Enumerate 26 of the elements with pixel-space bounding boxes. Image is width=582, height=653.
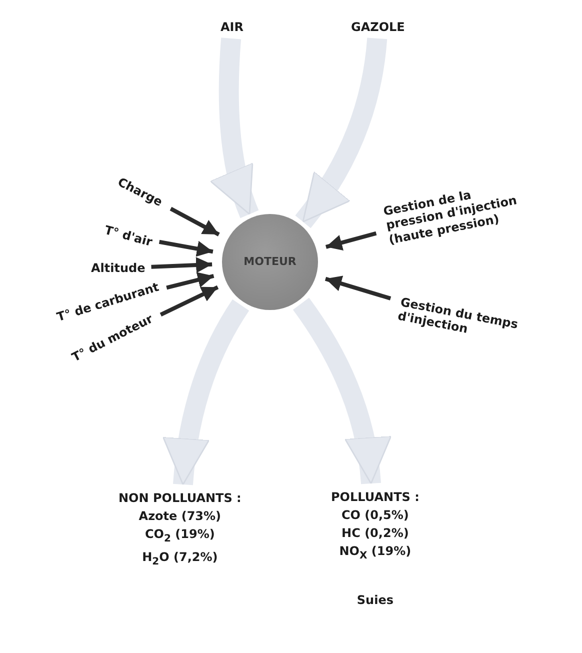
arrow <box>324 276 392 300</box>
arrow <box>158 240 214 257</box>
factor-label: AIR <box>220 20 244 34</box>
arrow <box>166 272 214 290</box>
engine-circle <box>222 214 318 310</box>
factor-label: GAZOLE <box>351 20 405 34</box>
emission-item: HC (0,2%) <box>340 524 410 542</box>
emission-item: H$_{2}$O (7,2%) <box>141 548 219 570</box>
emission-item: CO (0,5%) <box>340 506 410 524</box>
flow-arrow <box>292 298 390 484</box>
group-heading: POLLUANTS : <box>331 488 420 506</box>
factor-label: Altitude <box>91 261 146 276</box>
flow-arrow <box>163 300 250 486</box>
flow-arrow <box>210 38 259 218</box>
arrow <box>325 231 377 250</box>
node-label: MOTEUR <box>244 255 296 269</box>
group-heading: NON POLLUANTS : <box>118 490 242 506</box>
arrow <box>151 257 212 273</box>
flow-arrow <box>295 37 388 228</box>
emission-item: CO$_{2}$ (19%) <box>144 526 216 546</box>
emission-item: NO$_{X}$ (19%) <box>338 542 412 563</box>
arrow <box>160 285 219 316</box>
emission-item: Suies <box>356 592 394 609</box>
arrow <box>170 206 220 236</box>
emission-item: Azote (73%) <box>138 508 222 524</box>
factor-label: T° d'air <box>102 222 154 250</box>
